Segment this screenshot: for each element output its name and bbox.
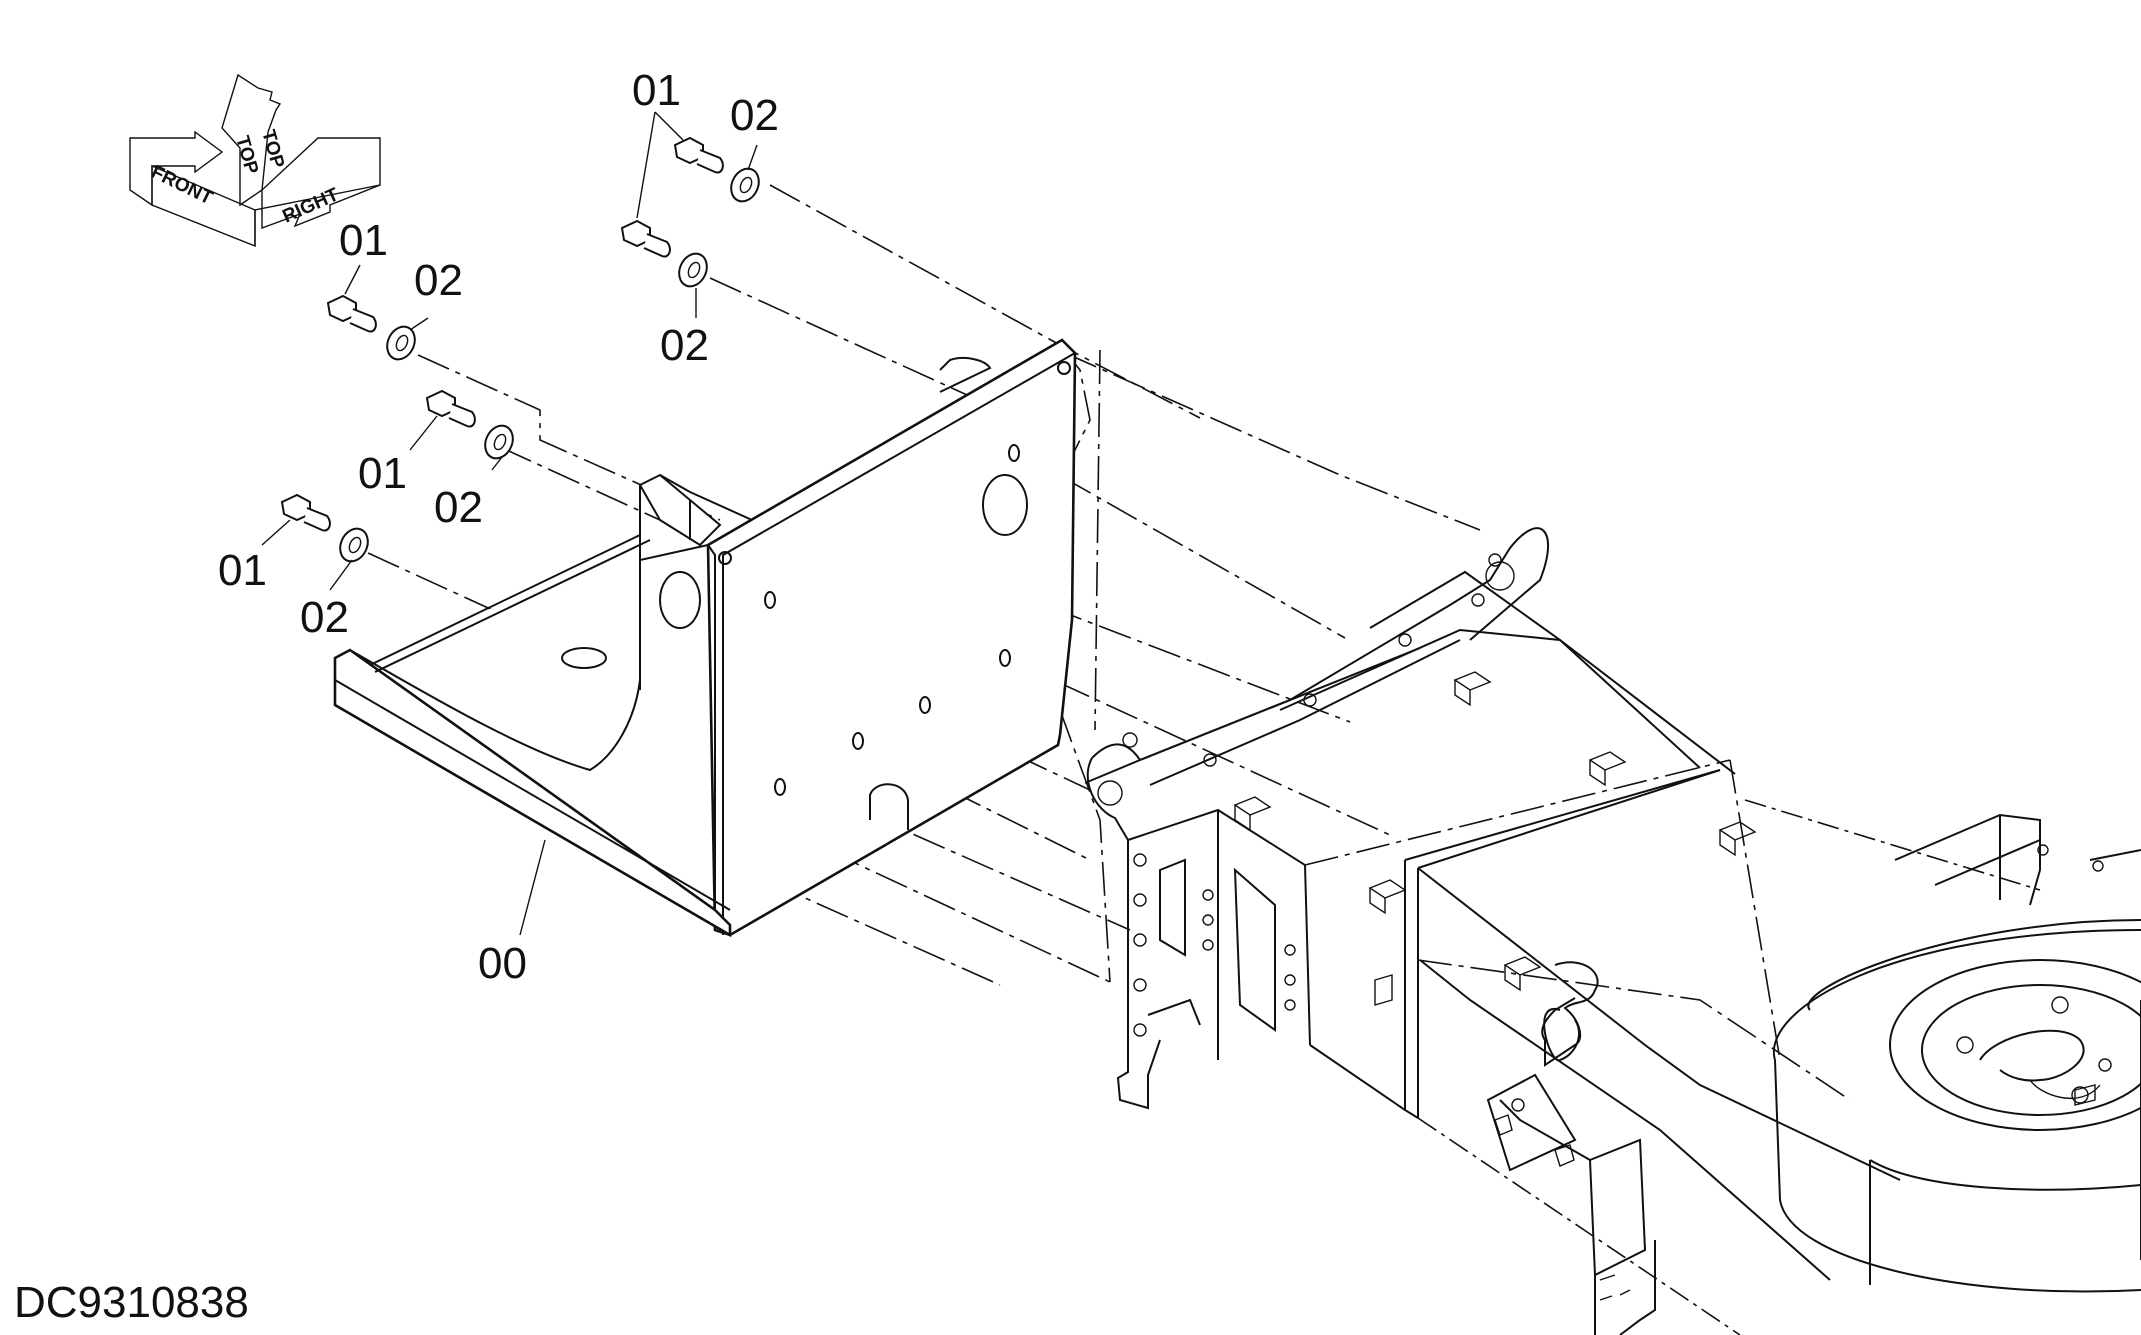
top-direction-label-2: TOP xyxy=(257,128,288,171)
callout-02-top: 02 xyxy=(730,91,779,140)
callout-labels: 01 02 01 02 02 01 02 01 02 00 xyxy=(218,66,779,988)
bracket-part-00 xyxy=(333,338,1077,938)
callout-01-top: 01 xyxy=(632,66,681,115)
top-direction-label-1: TOP xyxy=(231,134,262,177)
washer-icon xyxy=(484,424,514,460)
washer-icon xyxy=(339,527,369,563)
callout-02-left-mid: 02 xyxy=(434,483,483,532)
track-frame-assembly xyxy=(1084,527,2141,1335)
fasteners xyxy=(261,111,760,591)
callout-02-mid: 02 xyxy=(660,321,709,370)
washer-icon xyxy=(386,325,416,361)
bolt-icon xyxy=(326,294,377,333)
right-direction-label: RIGHT xyxy=(279,184,342,227)
callout-00-bracket: 00 xyxy=(478,939,527,988)
bolt-icon xyxy=(425,389,476,428)
bolt-icon xyxy=(673,136,724,174)
callout-02-left-bottom: 02 xyxy=(300,593,349,642)
callout-01-left-mid: 01 xyxy=(358,449,407,498)
washer-icon xyxy=(730,167,760,203)
callout-02-left-top: 02 xyxy=(414,256,463,305)
callout-01-left-bottom: 01 xyxy=(218,546,267,595)
drawing-code-label: DC9310838 xyxy=(14,1278,249,1327)
callout-01-left-top: 01 xyxy=(339,216,388,265)
bolt-icon xyxy=(280,493,331,532)
washer-icon xyxy=(678,252,708,288)
bolt-icon xyxy=(620,219,671,258)
front-direction-label: FRONT xyxy=(148,162,216,210)
